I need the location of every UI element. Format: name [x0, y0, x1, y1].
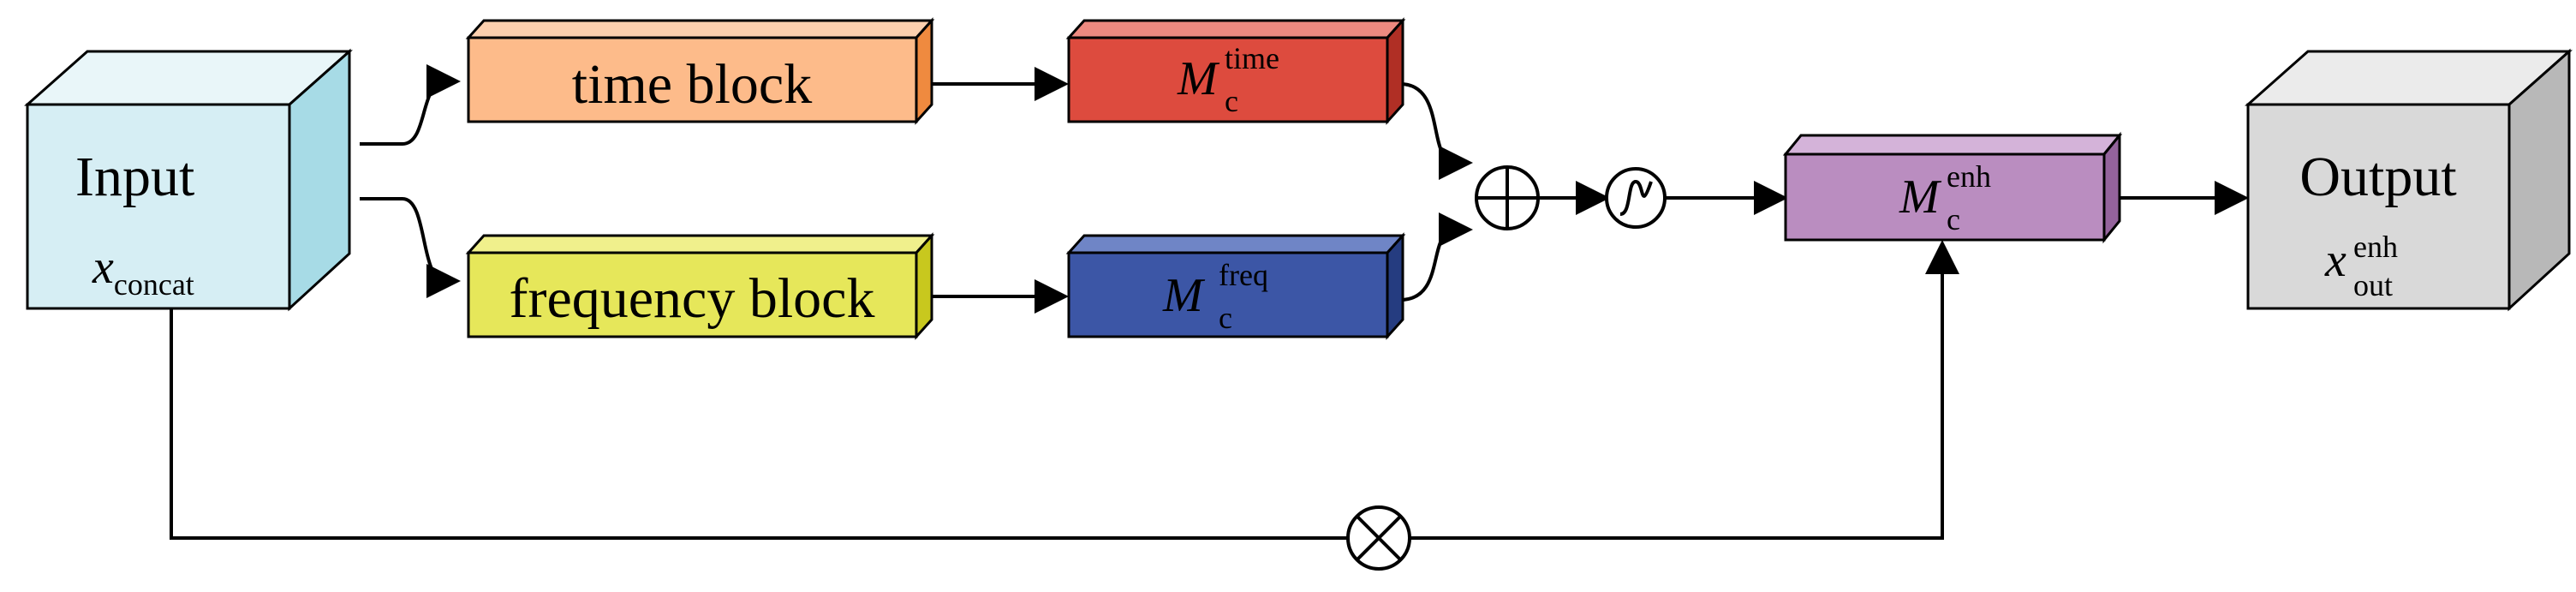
output-symbol-subscript: out — [2353, 268, 2393, 302]
m-enh-block-top — [1782, 134, 2123, 156]
m-time-block-front — [1067, 36, 1389, 123]
output-cube: Output x enh out — [2245, 48, 2573, 312]
input-symbol: xconcat — [92, 241, 194, 302]
m-freq-block-side — [1386, 232, 1404, 340]
input-symbol-subscript: concat — [114, 267, 194, 302]
frequency-block-top — [465, 234, 935, 254]
sigmoid-operator-icon — [1605, 167, 1667, 229]
m-time-block: M time c — [1065, 17, 1406, 125]
m-time-superscript: time — [1225, 41, 1279, 75]
time-block-top — [465, 19, 935, 39]
m-freq-subscript: c — [1219, 301, 1232, 335]
input-cube: Input xconcat — [24, 48, 353, 312]
mtime-to-sum-arrow — [1399, 82, 1473, 180]
m-freq-superscript: freq — [1219, 258, 1268, 292]
frequency-block: frequency block — [465, 232, 935, 340]
input-to-time-arrow — [360, 64, 461, 146]
time-block-front — [467, 36, 918, 123]
frequency-block-front — [467, 251, 918, 338]
output-title: Output — [2299, 146, 2456, 208]
m-time-symbol: M — [1177, 52, 1220, 105]
sum-operator-icon — [1475, 165, 1540, 230]
m-enh-symbol: M — [1899, 170, 1942, 224]
mfreq-to-sum-arrow — [1399, 212, 1473, 302]
m-freq-block: M freq c — [1065, 232, 1406, 340]
skip-connection-wire — [170, 308, 1348, 540]
time-block-side — [915, 17, 933, 125]
m-enh-block-front — [1784, 152, 2106, 242]
connector-wires — [170, 64, 2249, 540]
m-freq-block-front — [1067, 251, 1389, 338]
output-cube-front — [2246, 103, 2511, 310]
output-symbol-x: x — [2324, 234, 2346, 287]
frequency-block-label: frequency block — [510, 267, 875, 330]
time-block-label: time block — [572, 53, 812, 116]
m-enh-block-side — [2102, 131, 2121, 244]
m-time-block-top — [1065, 19, 1406, 39]
input-title: Input — [75, 146, 194, 208]
m-freq-block-top — [1065, 234, 1406, 254]
m-enh-subscript: c — [1947, 202, 1960, 236]
m-time-block-side — [1386, 17, 1404, 125]
m-enh-block: M enh c — [1782, 131, 2123, 244]
input-to-freq-arrow — [360, 197, 461, 298]
time-block: time block — [465, 17, 935, 125]
m-time-subscript: c — [1225, 84, 1238, 118]
frequency-block-side — [915, 232, 933, 340]
m-enh-superscript: enh — [1947, 159, 1991, 194]
m-freq-symbol: M — [1162, 269, 1206, 322]
input-cube-front — [26, 103, 291, 310]
product-to-menh-arrow — [1410, 240, 1959, 540]
output-symbol-superscript: enh — [2353, 230, 2398, 264]
input-symbol-x: x — [92, 241, 114, 294]
multiply-operator-icon — [1346, 505, 1411, 571]
